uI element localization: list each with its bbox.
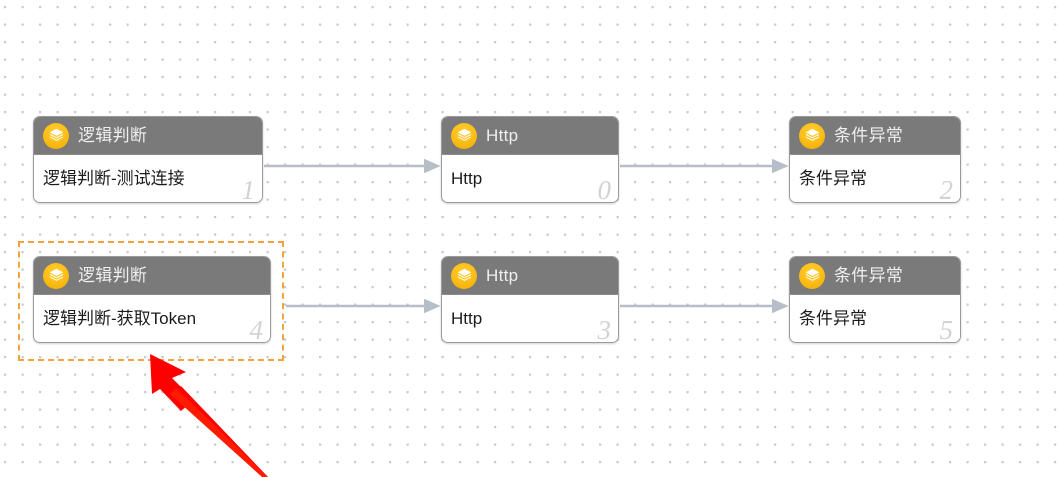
flow-node-logic-test-connection[interactable]: 逻辑判断 逻辑判断-测试连接 1	[33, 116, 263, 203]
node-title: 逻辑判断	[78, 126, 148, 145]
flow-node-condition-exception-bottom[interactable]: 条件异常 条件异常 5	[789, 256, 961, 343]
node-index: 2	[939, 175, 954, 203]
layers-icon	[451, 262, 477, 289]
flow-node-logic-get-token[interactable]: 逻辑判断 逻辑判断-获取Token 4	[33, 256, 271, 343]
flow-node-condition-exception-top[interactable]: 条件异常 条件异常 2	[789, 116, 961, 203]
layers-icon	[451, 122, 477, 149]
node-body: 逻辑判断-获取Token 4	[34, 295, 270, 342]
node-label: 逻辑判断-测试连接	[43, 168, 185, 188]
node-title: Http	[486, 266, 519, 285]
node-index: 4	[249, 315, 264, 343]
node-body: 逻辑判断-测试连接 1	[34, 155, 262, 202]
node-label: 条件异常	[799, 168, 867, 188]
node-title: Http	[486, 126, 519, 145]
node-header: Http	[442, 257, 618, 295]
node-label: 逻辑判断-获取Token	[43, 308, 197, 328]
flow-node-http-bottom[interactable]: Http Http 3	[441, 256, 619, 343]
node-body: Http 0	[442, 155, 618, 202]
node-body: 条件异常 2	[790, 155, 960, 202]
annotation-arrow-shaft	[170, 388, 268, 477]
layers-icon	[43, 122, 69, 149]
node-label: Http	[451, 168, 483, 188]
node-title: 逻辑判断	[78, 266, 148, 285]
node-header: Http	[442, 117, 618, 155]
node-label: 条件异常	[799, 308, 867, 328]
node-index: 3	[597, 315, 612, 343]
node-header: 逻辑判断	[34, 117, 262, 155]
flow-node-http-top[interactable]: Http Http 0	[441, 116, 619, 203]
node-header: 逻辑判断	[34, 257, 270, 295]
node-body: Http 3	[442, 295, 618, 342]
node-header: 条件异常	[790, 117, 960, 155]
node-index: 0	[597, 175, 612, 203]
annotation-arrow-head	[150, 354, 194, 411]
annotation-arrow-tail	[176, 386, 268, 477]
node-title: 条件异常	[834, 266, 904, 285]
node-label: Http	[451, 308, 483, 328]
node-index: 1	[241, 175, 256, 203]
layers-icon	[799, 262, 825, 289]
node-title: 条件异常	[834, 126, 904, 145]
node-header: 条件异常	[790, 257, 960, 295]
node-index: 5	[939, 315, 954, 343]
layers-icon	[799, 122, 825, 149]
layers-icon	[43, 262, 69, 289]
node-body: 条件异常 5	[790, 295, 960, 342]
